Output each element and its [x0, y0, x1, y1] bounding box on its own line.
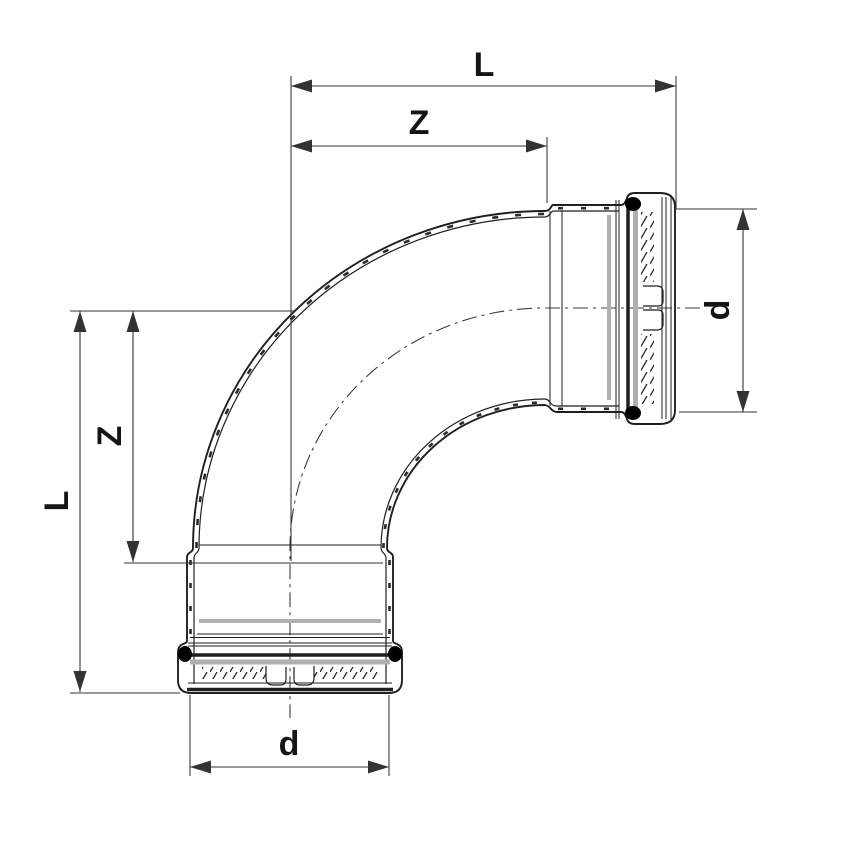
- dimension-Z-left: Z: [91, 311, 140, 562]
- dim-label-L-left: L: [38, 491, 76, 512]
- elbow-body: [177, 192, 676, 694]
- elbow-outer-contour: [177, 192, 676, 694]
- arrowhead-top: [126, 311, 140, 332]
- arrowhead-left: [291, 79, 312, 93]
- o-ring-seal-right: [388, 646, 402, 662]
- grip-ring-hatch-left: [202, 667, 266, 679]
- dimension-Z-top: Z: [291, 104, 547, 153]
- grip-tab-left: [265, 666, 287, 686]
- grip-ring-hatch-right: [314, 667, 378, 679]
- grip-ring-hatch-top: [641, 212, 654, 282]
- bottom-socket-detail: [178, 544, 402, 692]
- dim-label-L-top: L: [474, 46, 495, 84]
- right-socket-detail: [549, 195, 672, 421]
- dimension-d-bottom: d: [190, 725, 389, 774]
- arrowhead-top: [73, 311, 87, 332]
- wall-ticks-outer-arc: [195, 212, 546, 549]
- o-ring-seal-left: [178, 646, 192, 662]
- dim-label-Z-left: Z: [91, 426, 129, 447]
- dimension-L-top: L: [291, 46, 676, 93]
- arrowhead-right: [526, 139, 547, 153]
- arrowhead-top: [736, 209, 750, 230]
- centerline-axis: [289, 307, 700, 718]
- dim-label-d-bottom: d: [279, 725, 300, 763]
- o-ring-seal-top: [625, 197, 641, 211]
- arrowhead-bottom: [73, 671, 87, 692]
- arrowhead-bottom: [736, 391, 750, 412]
- dim-label-Z-top: Z: [409, 104, 430, 142]
- arrowhead-bottom: [126, 541, 140, 562]
- wall-ticks-bore-arc: [382, 401, 546, 549]
- grip-tab-right: [293, 666, 315, 686]
- grip-tab-upper: [643, 285, 664, 307]
- arrowhead-right: [368, 760, 389, 774]
- arrowhead-left: [190, 760, 211, 774]
- arrowhead-left: [291, 139, 312, 153]
- grip-tab-lower: [643, 309, 664, 331]
- wall-inner-outer-arc: [193, 210, 619, 684]
- arrowhead-right: [655, 79, 676, 93]
- dim-label-d-right: d: [699, 300, 737, 321]
- o-ring-seal-bottom: [625, 406, 641, 420]
- dimension-L-left: L: [38, 311, 87, 692]
- grip-ring-hatch-bottom: [641, 334, 654, 404]
- extension-lines: [70, 76, 757, 776]
- centerlines: [289, 307, 700, 718]
- dimension-d-right: d: [699, 209, 750, 412]
- wall-inner-bore-arc: [380, 398, 619, 684]
